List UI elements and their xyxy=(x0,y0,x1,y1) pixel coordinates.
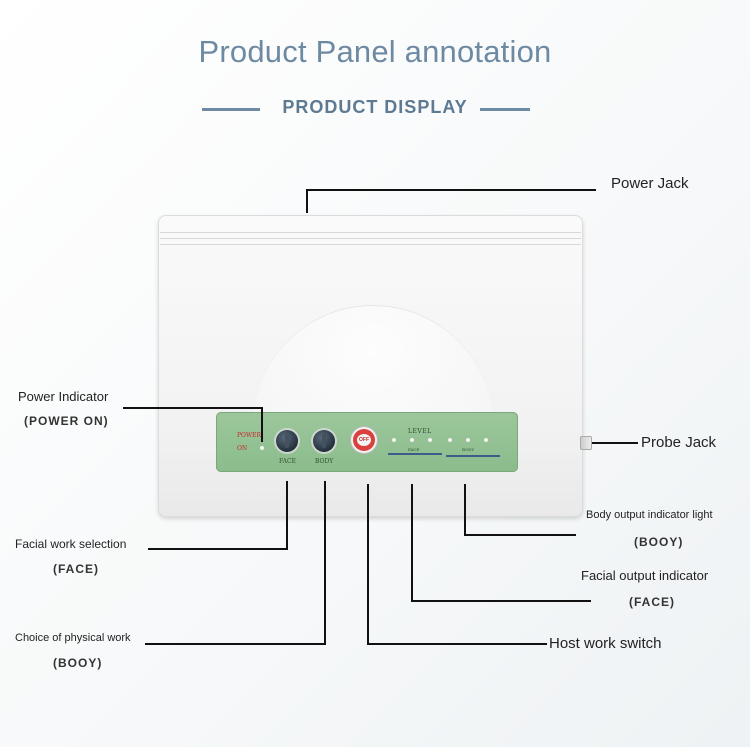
page-title: Product Panel annotation xyxy=(198,34,552,69)
power-jack-leader xyxy=(306,189,308,213)
facial-selection-sublabel: (FACE) xyxy=(53,562,99,576)
device-groove xyxy=(160,232,581,233)
power-jack-label: Power Jack xyxy=(611,175,689,192)
body-output-label: Body output indicator light xyxy=(586,509,713,521)
body-level-bar xyxy=(446,455,500,457)
physical-work-leader xyxy=(324,481,326,645)
level-led xyxy=(466,438,470,442)
subtitle-rule-left xyxy=(202,108,260,111)
host-switch-label: Host work switch xyxy=(549,635,662,652)
subtitle-header: PRODUCT DISPLAY xyxy=(0,97,750,121)
facial-selection-label: Facial work selection xyxy=(15,537,127,551)
power-indicator-label: Power Indicator xyxy=(18,389,109,404)
level-led xyxy=(428,438,432,442)
probe-jack-leader xyxy=(592,442,638,444)
panel-face-label: FACE xyxy=(279,458,296,465)
host-switch-leader xyxy=(367,484,369,645)
face-level-bar xyxy=(388,453,442,455)
face-knob[interactable] xyxy=(276,430,298,452)
panel-level-label: LEVEL xyxy=(408,428,432,435)
level-led xyxy=(448,438,452,442)
panel-body-label: BODY xyxy=(315,458,334,465)
panel-on-label: ON xyxy=(237,445,248,452)
physical-work-sublabel: (BOOY) xyxy=(53,656,103,670)
physical-work-label: Choice of physical work xyxy=(15,632,131,644)
device-body: POWER ON FACE BODY OFF LEVEL FACE BODY xyxy=(158,215,583,517)
device-groove xyxy=(160,244,581,245)
panel-face-bar-label: FACE xyxy=(408,447,420,452)
facial-selection-leader xyxy=(148,548,288,550)
page-subtitle: PRODUCT DISPLAY xyxy=(282,97,468,117)
device-groove xyxy=(160,238,581,239)
panel-body-bar-label: BODY xyxy=(462,447,475,452)
subtitle-rule-right xyxy=(480,108,530,111)
level-led xyxy=(484,438,488,442)
power-led xyxy=(260,446,264,450)
facial-output-leader xyxy=(411,600,591,602)
level-led xyxy=(410,438,414,442)
level-led xyxy=(392,438,396,442)
power-jack-leader xyxy=(306,189,596,191)
off-button[interactable]: OFF xyxy=(353,429,375,451)
body-knob[interactable] xyxy=(313,430,335,452)
facial-output-leader xyxy=(411,484,413,602)
body-output-leader xyxy=(464,534,576,536)
probe-jack-socket xyxy=(580,436,592,450)
power-indicator-leader xyxy=(123,407,263,409)
facial-output-sublabel: (FACE) xyxy=(629,595,675,609)
panel-power-label: POWER xyxy=(237,432,262,439)
body-output-sublabel: (BOOY) xyxy=(634,535,684,549)
host-switch-leader xyxy=(367,643,547,645)
control-panel: POWER ON FACE BODY OFF LEVEL FACE BODY xyxy=(216,412,518,472)
facial-selection-leader xyxy=(286,481,288,550)
physical-work-leader xyxy=(145,643,326,645)
probe-jack-label: Probe Jack xyxy=(641,434,717,451)
facial-output-label: Facial output indicator xyxy=(581,568,709,583)
power-indicator-leader xyxy=(261,407,263,442)
power-indicator-sublabel: (POWER ON) xyxy=(24,414,109,428)
off-button-label: OFF xyxy=(357,434,371,446)
body-output-leader xyxy=(464,484,466,536)
